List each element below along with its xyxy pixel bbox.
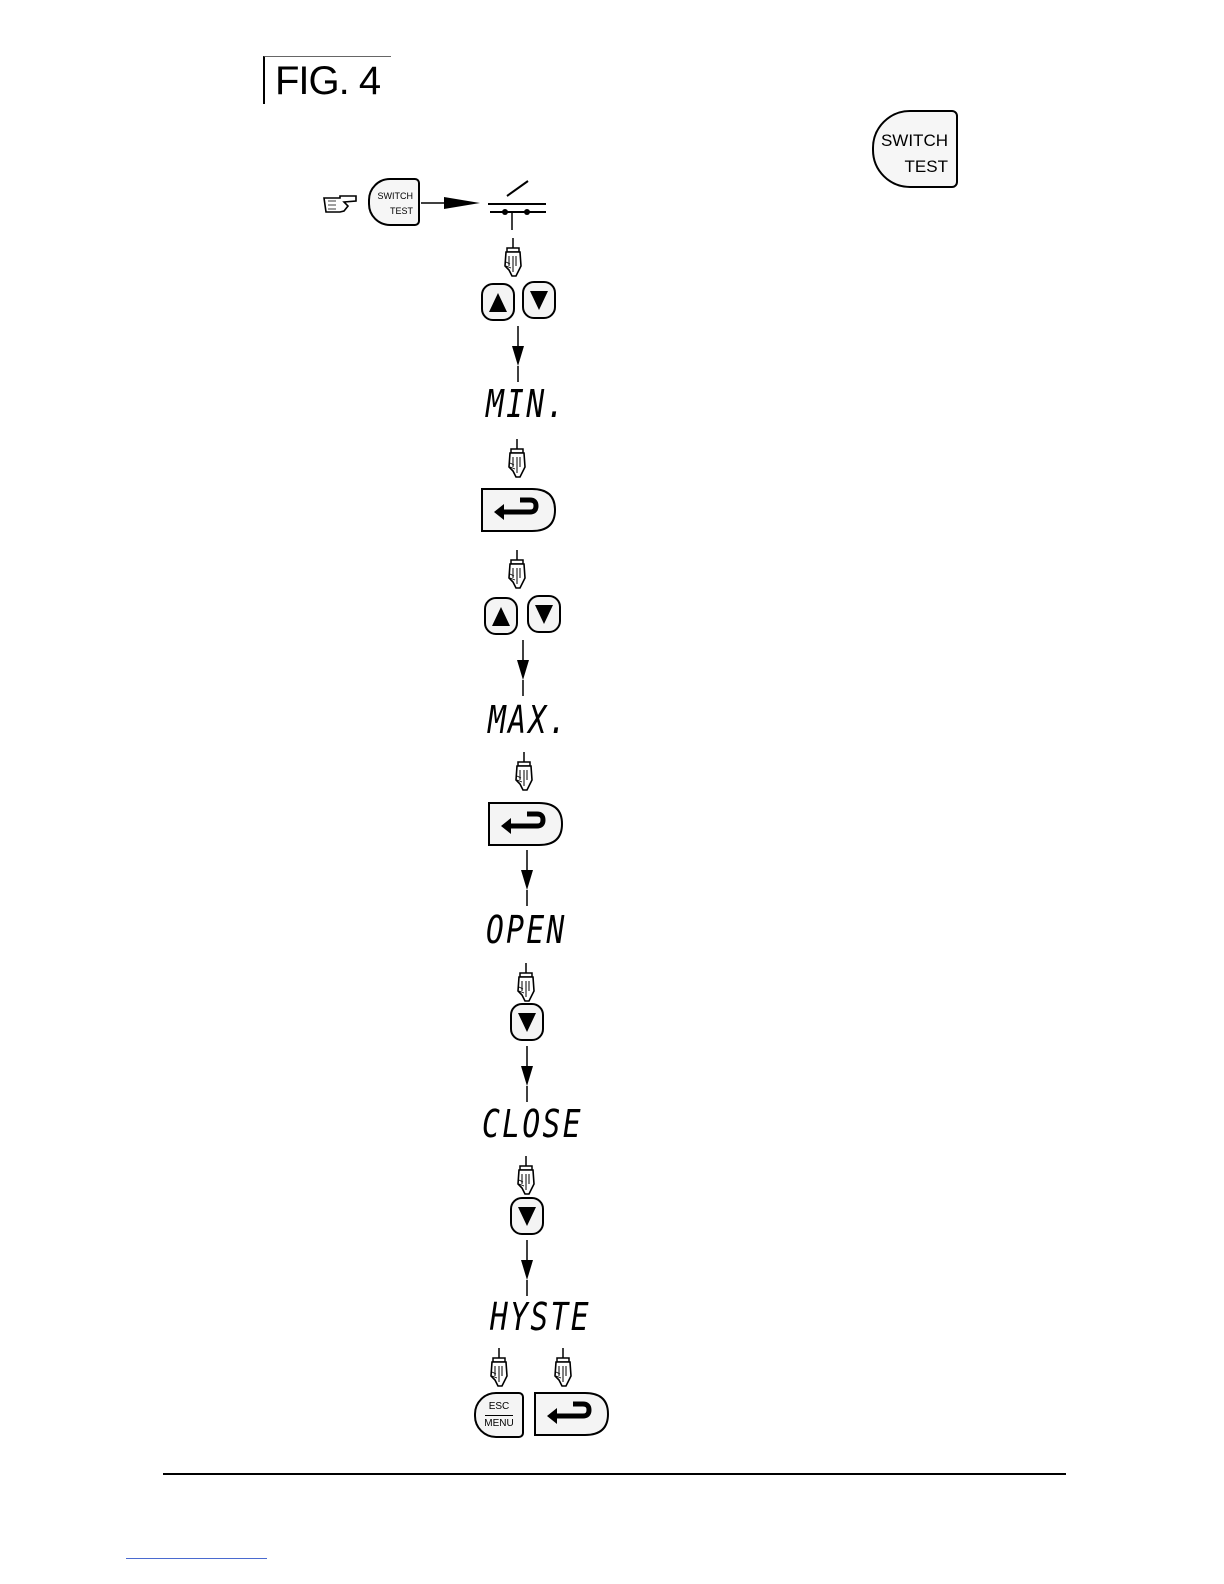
up-arrow-key-icon xyxy=(485,598,517,634)
enter-key-icon xyxy=(535,1393,608,1435)
finger-press-icon xyxy=(505,238,521,276)
enter-key-icon xyxy=(489,803,562,845)
flow-arrow-icon xyxy=(521,1046,533,1102)
finger-press-icon xyxy=(518,963,534,1001)
finger-press-icon xyxy=(516,752,532,790)
finger-press-icon xyxy=(509,550,525,588)
finger-press-icon xyxy=(518,1156,534,1194)
flow-arrow-icon xyxy=(512,326,524,382)
flow-arrow-icon xyxy=(521,850,533,906)
link-underline xyxy=(126,1558,267,1559)
switch-contact-icon xyxy=(488,181,546,230)
down-arrow-key-icon xyxy=(511,1004,543,1040)
flow-arrow-icon xyxy=(517,640,529,696)
finger-press-icon xyxy=(509,439,525,477)
enter-key-icon xyxy=(482,489,555,531)
footer-divider xyxy=(163,1473,1066,1475)
flow-arrow-icon xyxy=(421,197,480,209)
finger-press-icon xyxy=(491,1348,507,1386)
finger-press-icon xyxy=(555,1348,571,1386)
down-arrow-key-icon xyxy=(523,282,555,318)
up-arrow-key-icon xyxy=(482,284,514,320)
pointing-hand-icon xyxy=(324,196,356,212)
flow-arrow-icon xyxy=(521,1240,533,1296)
down-arrow-key-icon xyxy=(528,596,560,632)
down-arrow-key-icon xyxy=(511,1198,543,1234)
